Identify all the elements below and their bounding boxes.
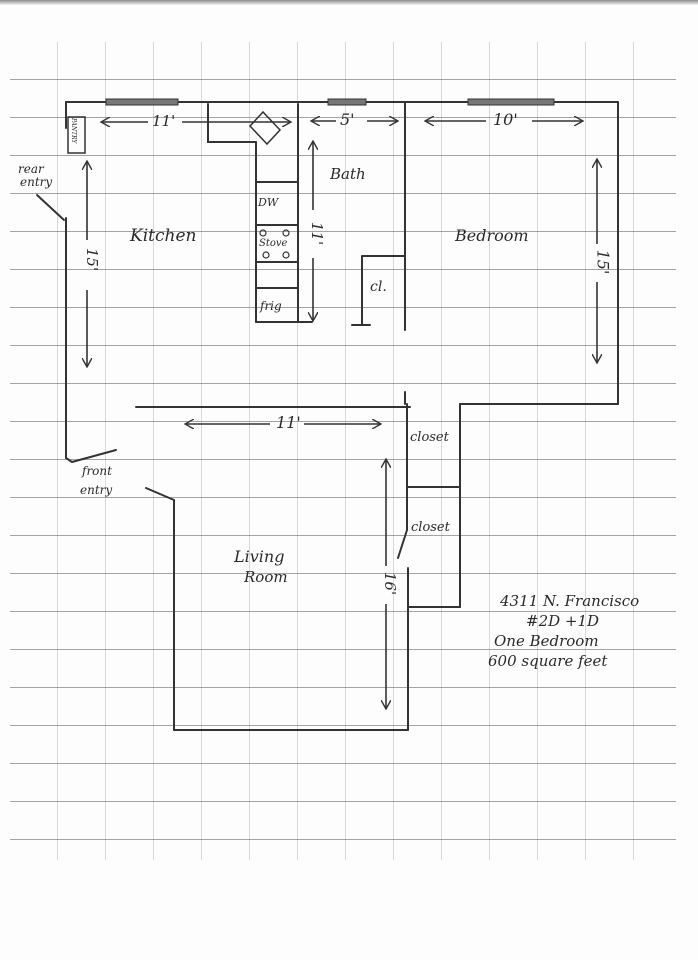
bath-width-dim: 5' bbox=[340, 110, 355, 129]
front-entry-wall bbox=[65, 449, 117, 464]
pantry-label: PANTRY bbox=[70, 118, 77, 144]
kitchen-length-dim: 15' bbox=[83, 247, 102, 272]
kitchen-window bbox=[105, 98, 179, 106]
living-width-dim: 11' bbox=[276, 413, 301, 432]
counter-top bbox=[207, 103, 257, 143]
unit-numbers-text: #2D +1D bbox=[526, 612, 600, 630]
stove-label: Stove bbox=[259, 238, 288, 249]
dishwasher-label: DW bbox=[258, 196, 279, 209]
fridge-label: frig bbox=[260, 299, 282, 313]
sink bbox=[248, 110, 282, 146]
bedroom-width-dim: 10' bbox=[493, 110, 518, 129]
closet-wall-left bbox=[397, 403, 408, 559]
closet-label-2: closet bbox=[411, 520, 450, 535]
living-room-label-line2: Room bbox=[244, 568, 288, 586]
bath-closet-label: cl. bbox=[370, 279, 387, 295]
living-room-label-line1: Living bbox=[234, 547, 285, 566]
square-footage-text: 600 square feet bbox=[488, 652, 608, 670]
closet-label-1: closet bbox=[410, 430, 449, 445]
bedroom-length-dim: 15' bbox=[593, 249, 613, 275]
living-length-dim: 16' bbox=[381, 571, 400, 596]
bath-length-dim: 11' bbox=[308, 221, 327, 246]
address-text: 4311 N. Francisco bbox=[500, 592, 640, 610]
bath-label: Bath bbox=[330, 165, 366, 183]
front-entry-door bbox=[145, 487, 175, 501]
bedroom-window bbox=[467, 98, 555, 106]
rear-entry-label-line1: rear bbox=[18, 162, 44, 176]
bath-closet bbox=[351, 255, 406, 326]
bath-window bbox=[327, 98, 367, 106]
rear-entry-label-line2: entry bbox=[20, 175, 53, 189]
bedroom-label: Bedroom bbox=[455, 226, 529, 245]
rear-entry-door bbox=[36, 194, 65, 221]
unit-type-text: One Bedroom bbox=[494, 632, 599, 650]
pantry-box bbox=[67, 116, 86, 154]
grid-lines bbox=[10, 42, 676, 860]
kitchen-label: Kitchen bbox=[130, 226, 197, 246]
kitchen-width-dim: 11' bbox=[152, 112, 176, 130]
front-entry-label-line1: front bbox=[82, 464, 112, 478]
front-entry-label-line2: entry bbox=[80, 483, 113, 497]
scan-edge-shadow bbox=[0, 0, 698, 5]
